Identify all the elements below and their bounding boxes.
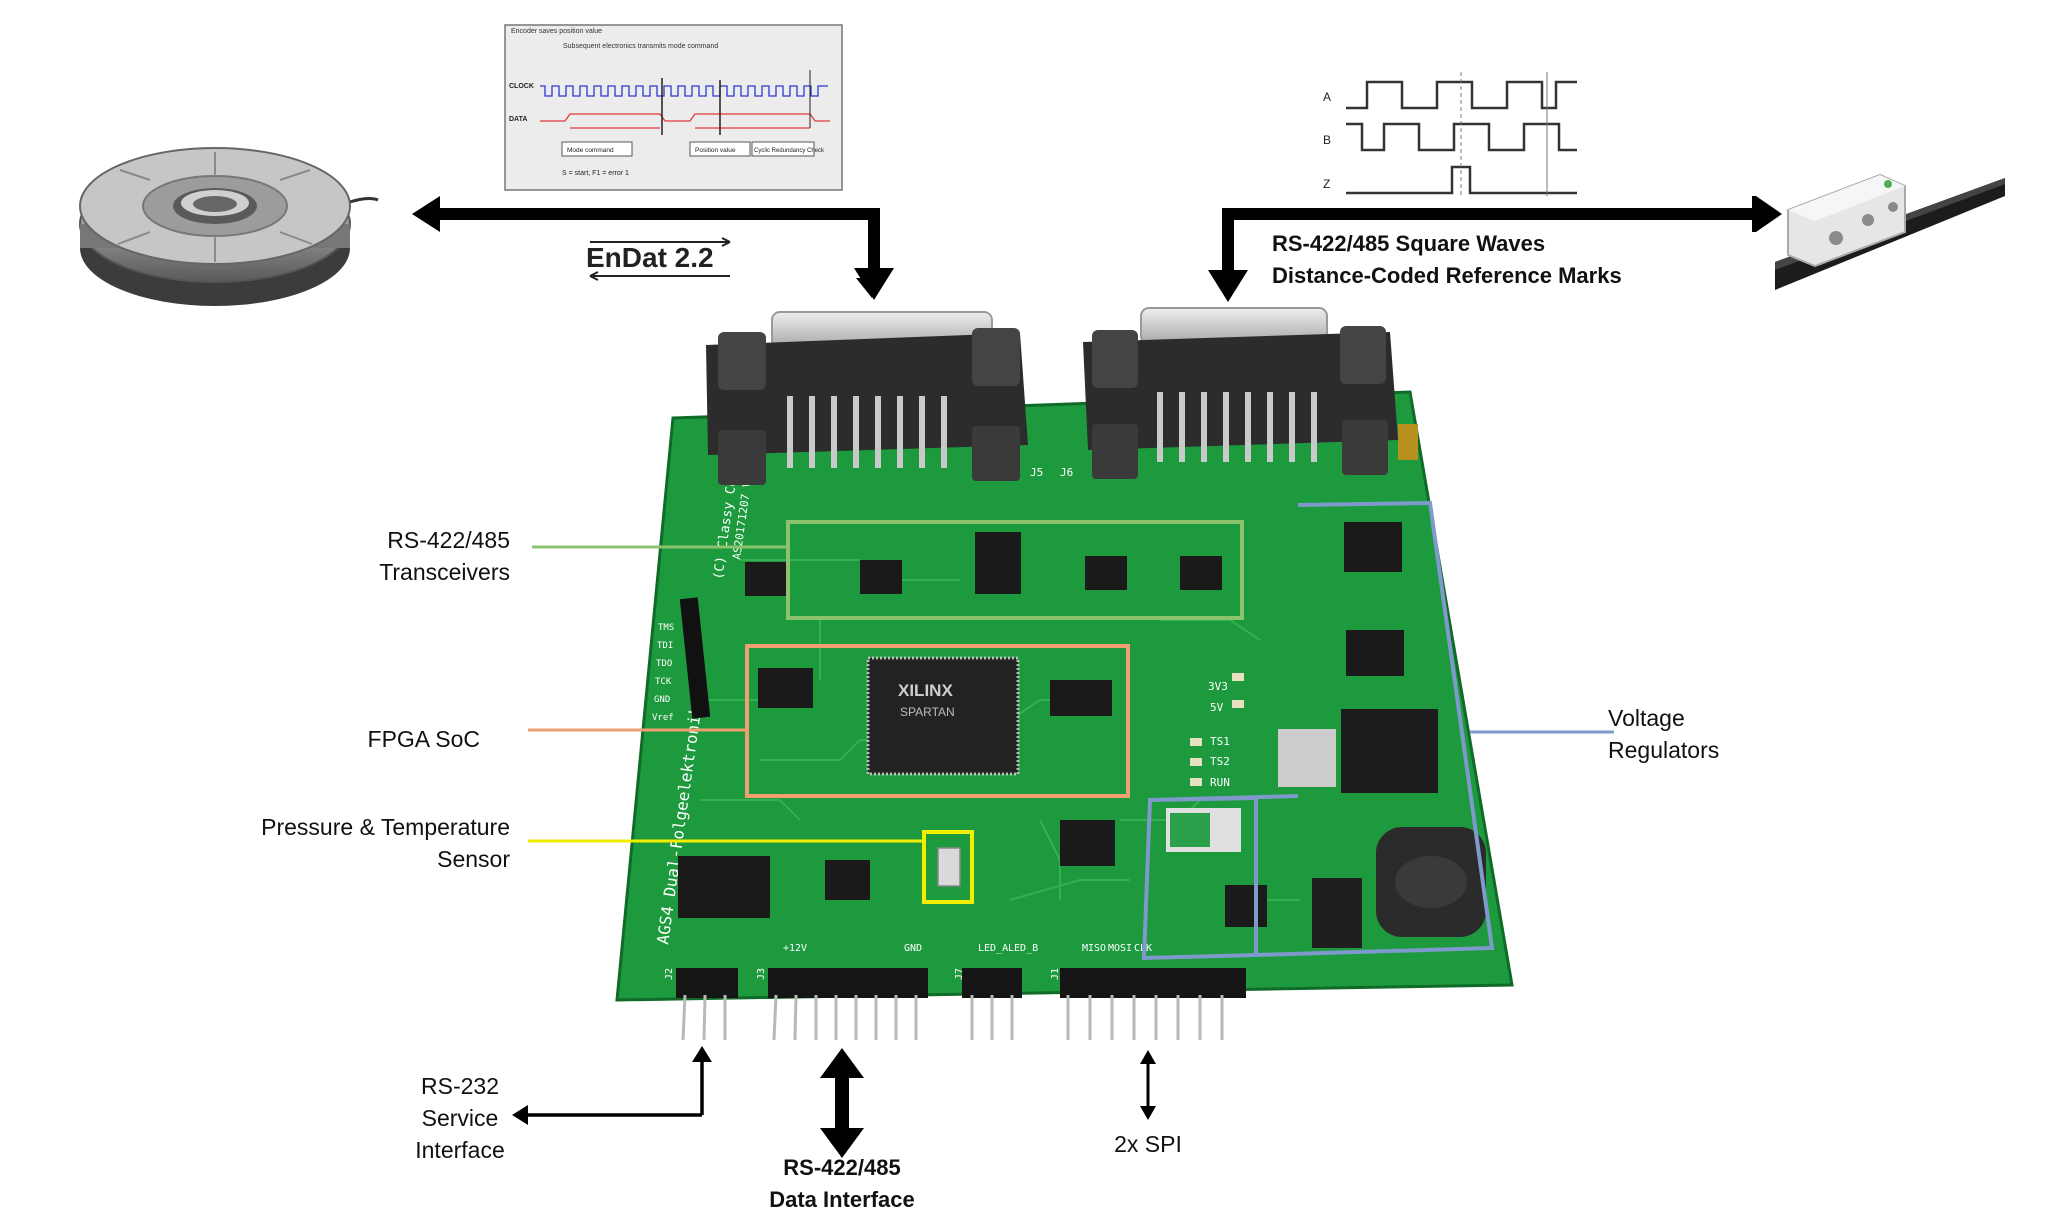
data-interface-label: RS-422/485 Data Interface	[722, 1152, 962, 1216]
jtag-tdo: TDO	[656, 659, 672, 669]
spi-label: 2x SPI	[1114, 1131, 1182, 1157]
rs232-arrow	[512, 1046, 712, 1125]
header-ref-j3: J3	[756, 968, 767, 980]
timing-box-mode: Mode command	[567, 147, 614, 154]
header-miso: MISO	[1082, 943, 1106, 954]
jtag-header: TMS TDI TDO TCK GND Vref	[652, 597, 711, 723]
fpga-highlight	[745, 644, 1130, 798]
j5-label: J5	[1030, 466, 1043, 479]
timing-note-encoder: Encoder saves position value	[511, 28, 602, 35]
quadrature-waveform: A B Z	[1323, 72, 1577, 196]
regulators-label: Voltage Regulators	[1608, 702, 1719, 766]
dsub-connector-right	[1083, 307, 1398, 479]
jtag-tdi: TDI	[657, 641, 673, 651]
sensor-label: Pressure & Temperature Sensor	[200, 811, 510, 875]
rs232-label: RS-232 Service Interface	[380, 1070, 540, 1166]
square-waves-line2: Distance-Coded Reference Marks	[1272, 263, 1622, 288]
timing-clock-label: CLOCK	[509, 83, 534, 90]
regulators-line1: Voltage	[1608, 705, 1685, 731]
fpga-chip: XILINX SPARTAN	[866, 656, 1020, 776]
header-led-a: LED_A	[978, 943, 1008, 954]
linear-encoder-image	[1775, 173, 2005, 290]
fpga-family: SPARTAN	[900, 705, 955, 719]
fpga-brand: XILINX	[898, 681, 953, 700]
fpga-label: FPGA SoC	[367, 726, 480, 752]
endat-timing-diagram: Encoder saves position value Subsequent …	[504, 24, 843, 191]
rotary-encoder-image	[79, 147, 379, 306]
transceivers-label: RS-422/485 Transceivers	[300, 524, 510, 588]
timing-note-subsequent: Subsequent electronics transmits mode co…	[563, 43, 718, 50]
jtag-vref: Vref	[652, 713, 674, 723]
transceiver-chips	[745, 532, 1222, 596]
spi-arrow	[1140, 1050, 1156, 1120]
timing-box-position: Position value	[695, 147, 736, 154]
data-interface-line1: RS-422/485	[783, 1155, 901, 1180]
square-waves-arrow	[1208, 196, 1782, 302]
jtag-tms: TMS	[658, 623, 674, 633]
pcb-board: AGS4 Dual-Folgeelektronik (C) Classy Cod…	[615, 390, 1514, 1041]
j6-label: J6	[1060, 466, 1073, 479]
rail-3v3: 3V3	[1208, 680, 1228, 693]
pin-headers	[676, 968, 1246, 1041]
transceivers-line2: Transceivers	[379, 559, 510, 585]
jtag-tck: TCK	[655, 677, 672, 687]
header-ref-j1: J1	[1050, 968, 1061, 980]
transceivers-highlight	[786, 520, 1244, 620]
sensor-highlight	[922, 830, 974, 904]
led-ts2: TS2	[1210, 755, 1230, 768]
square-waves-line1: RS-422/485 Square Waves	[1272, 231, 1546, 256]
header-mosi: MOSI	[1108, 943, 1132, 954]
rail-5v: 5V	[1210, 701, 1224, 714]
rs232-line3: Interface	[415, 1137, 505, 1163]
header-ref-j2: J2	[664, 968, 675, 980]
regulators-highlight	[1141, 500, 1495, 961]
led-run: RUN	[1210, 776, 1230, 789]
header-gnd: GND	[904, 943, 922, 954]
endat-label: EnDat 2.2	[586, 242, 714, 273]
misc-chips	[678, 668, 1267, 927]
led-ts1: TS1	[1210, 735, 1230, 748]
rs232-line2: Service	[421, 1105, 499, 1131]
pressure-sensor-chip	[937, 847, 961, 887]
sensor-line2: Sensor	[437, 846, 510, 872]
data-interface-line2: Data Interface	[769, 1187, 915, 1212]
data-interface-arrow	[820, 1048, 864, 1158]
sensor-line1: Pressure & Temperature	[261, 814, 510, 840]
channel-a-label: A	[1323, 90, 1331, 104]
regulators-line2: Regulators	[1608, 737, 1720, 763]
status-leds: 3V3 5V TS1 TS2 RUN	[1190, 673, 1244, 789]
channel-z-label: Z	[1323, 177, 1330, 191]
timing-data-label: DATA	[509, 116, 527, 123]
endat-label-group: EnDat 2.2	[586, 237, 731, 281]
header-ref-j7: J7	[954, 968, 965, 980]
endat-arrow	[412, 196, 894, 300]
timing-box-crc: Cyclic Redundancy Check	[754, 148, 825, 154]
dsub-connector-left	[706, 311, 1028, 485]
channel-b-label: B	[1323, 133, 1331, 147]
square-waves-label: RS-422/485 Square Waves Distance-Coded R…	[1272, 228, 1622, 292]
timing-legend: S = start, F1 = error 1	[562, 170, 629, 177]
rs232-line1: RS-232	[421, 1073, 499, 1099]
header-led-b: LED_B	[1008, 943, 1038, 954]
jtag-gnd: GND	[654, 695, 670, 705]
regulator-components	[1166, 522, 1486, 948]
transceivers-line1: RS-422/485	[387, 527, 510, 553]
header-12v: +12V	[783, 943, 807, 954]
